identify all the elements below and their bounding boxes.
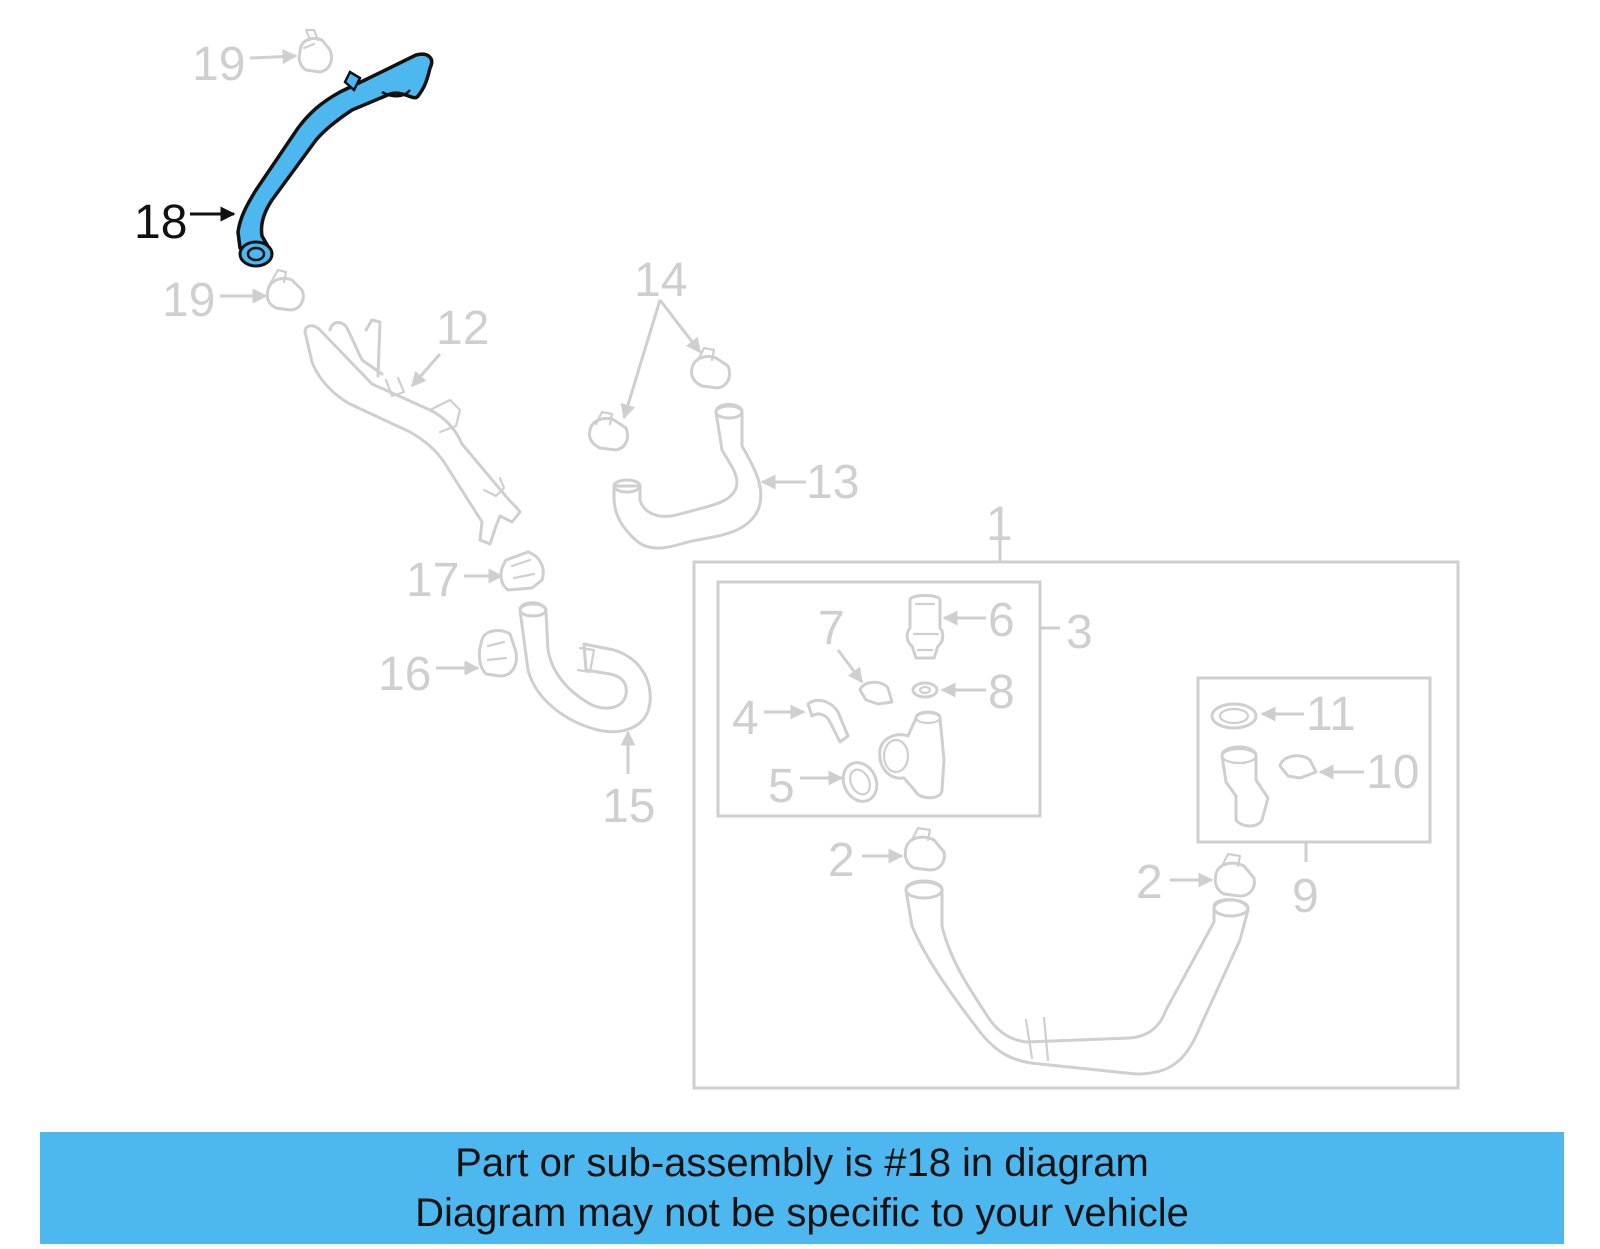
part-9-connector[interactable] xyxy=(1220,745,1270,828)
info-banner: Part or sub-assembly is #18 in diagram D… xyxy=(40,1132,1564,1244)
callout-2-right: 2 xyxy=(1136,856,1163,909)
part-19-clamp-upper[interactable] xyxy=(297,28,334,74)
part-2-clamp-left[interactable] xyxy=(903,826,946,872)
callout-18: 18 xyxy=(134,196,187,249)
part-15-hose[interactable] xyxy=(518,601,652,734)
part-6-sensor[interactable] xyxy=(905,594,945,660)
callout-15: 15 xyxy=(602,780,655,833)
callout-4: 4 xyxy=(732,692,759,745)
part-17-clamp[interactable] xyxy=(499,550,545,592)
part-4-clip[interactable] xyxy=(806,698,850,744)
part-2-clamp-right[interactable] xyxy=(1213,852,1256,898)
banner-line-2: Diagram may not be specific to your vehi… xyxy=(415,1191,1189,1235)
part-14-clamp-left[interactable] xyxy=(588,410,630,452)
callout-13: 13 xyxy=(806,456,859,509)
callout-19-upper: 19 xyxy=(192,38,245,91)
callout-7: 7 xyxy=(818,602,845,655)
part-7-clip[interactable] xyxy=(858,680,894,706)
part-14-clamp-right[interactable] xyxy=(690,346,732,390)
callout-10: 10 xyxy=(1366,746,1419,799)
callout-6: 6 xyxy=(988,594,1015,647)
callout-17: 17 xyxy=(406,554,459,607)
part-16-clamp[interactable] xyxy=(477,629,518,678)
leader-lines xyxy=(190,49,1364,888)
callout-9: 9 xyxy=(1292,870,1319,923)
assembly-9-box xyxy=(1196,676,1432,844)
callout-2-left: 2 xyxy=(828,834,855,887)
callout-19-lower: 19 xyxy=(162,274,215,327)
part-10-clip[interactable] xyxy=(1278,754,1318,780)
part-19-clamp-lower[interactable] xyxy=(265,268,305,312)
part-3-valve-housing[interactable] xyxy=(878,710,946,800)
callout-labels: 19 18 19 12 14 13 17 16 15 1 3 6 7 8 4 5… xyxy=(134,38,1419,923)
assembly-3-box xyxy=(716,580,1042,818)
callout-14: 14 xyxy=(634,254,687,307)
callout-16: 16 xyxy=(378,648,431,701)
banner-line-1: Part or sub-assembly is #18 in diagram xyxy=(455,1141,1149,1185)
part-18-coolant-pipe[interactable] xyxy=(236,52,434,268)
callout-3: 3 xyxy=(1066,606,1093,659)
part-8-o-ring[interactable] xyxy=(911,681,939,699)
part-1-main-hose[interactable] xyxy=(904,879,1250,1076)
part-12-pipe-assembly[interactable] xyxy=(303,318,522,546)
part-13-hose[interactable] xyxy=(612,403,763,550)
callout-5: 5 xyxy=(768,760,795,813)
part-11-o-ring[interactable] xyxy=(1210,702,1258,730)
callout-8: 8 xyxy=(988,666,1015,719)
callout-1: 1 xyxy=(986,498,1013,551)
callout-11: 11 xyxy=(1306,688,1356,741)
assembly-1-box xyxy=(692,560,1460,1090)
callout-12: 12 xyxy=(436,302,489,355)
part-5-o-ring[interactable] xyxy=(837,757,883,807)
